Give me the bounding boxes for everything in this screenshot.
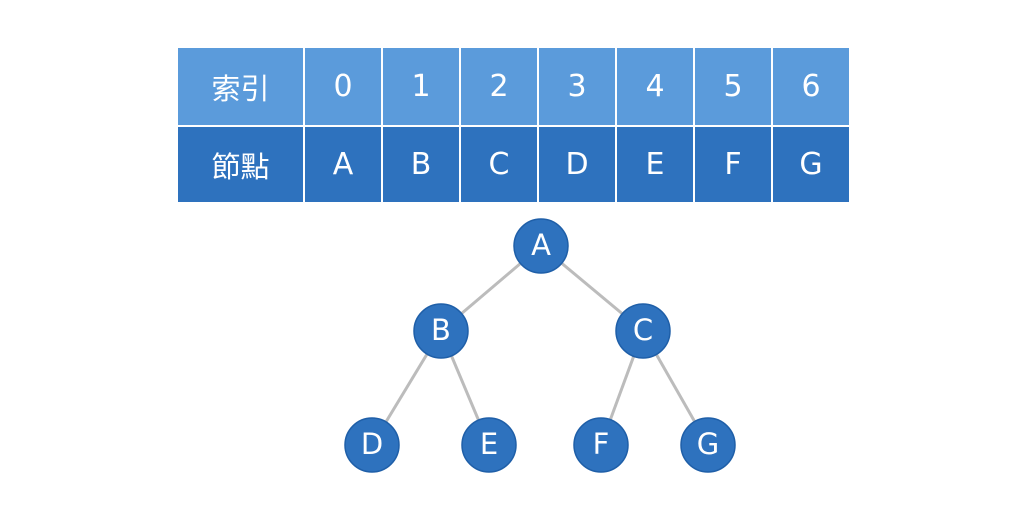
index-cell: 2 — [459, 46, 539, 127]
tree-node-label: E — [480, 427, 498, 461]
tree-node-label: F — [593, 427, 610, 461]
tree-node-circle — [573, 417, 629, 473]
index-row: 索引 0 1 2 3 4 5 6 — [176, 46, 851, 127]
node-row: 節點 A B C D E F G — [176, 125, 851, 204]
tree-node-label: G — [697, 427, 719, 461]
tree-node-circle — [680, 417, 736, 473]
tree-node-circle — [413, 303, 469, 359]
tree-node-label: B — [431, 313, 451, 347]
tree-node-circle — [513, 218, 569, 274]
node-cell: G — [771, 125, 851, 204]
node-cell: D — [537, 125, 617, 204]
tree-node-f: F — [573, 417, 629, 473]
tree-node-circle — [461, 417, 517, 473]
tree-node-label: D — [361, 427, 383, 461]
tree-nodes: A B C D E F G — [344, 218, 736, 473]
tree-node-d: D — [344, 417, 400, 473]
index-cell: 1 — [381, 46, 461, 127]
index-cell: 4 — [615, 46, 695, 127]
node-cell: A — [303, 125, 383, 204]
tree-node-circle — [615, 303, 671, 359]
array-table: 索引 0 1 2 3 4 5 6 節點 A B C D E F G — [176, 46, 851, 204]
tree-node-c: C — [615, 303, 671, 359]
tree-node-g: G — [680, 417, 736, 473]
tree-node-label: C — [633, 313, 653, 347]
index-cell: 3 — [537, 46, 617, 127]
tree-node-label: A — [531, 228, 551, 262]
node-cell: B — [381, 125, 461, 204]
index-cell: 5 — [693, 46, 773, 127]
node-cell: E — [615, 125, 695, 204]
tree-node-e: E — [461, 417, 517, 473]
tree-node-circle — [344, 417, 400, 473]
node-cell: F — [693, 125, 773, 204]
index-cell: 6 — [771, 46, 851, 127]
index-header: 索引 — [176, 46, 305, 127]
index-cell: 0 — [303, 46, 383, 127]
tree-node-b: B — [413, 303, 469, 359]
node-cell: C — [459, 125, 539, 204]
tree-node-a: A — [513, 218, 569, 274]
node-header: 節點 — [176, 125, 305, 204]
